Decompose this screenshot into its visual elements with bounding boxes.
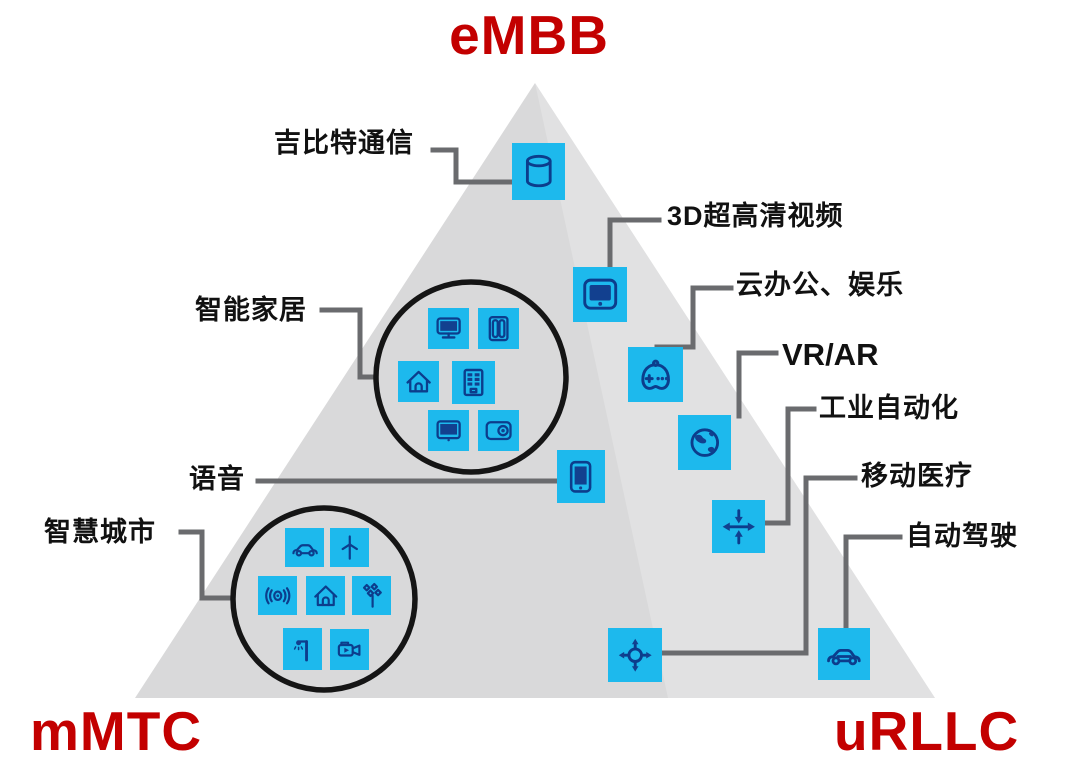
nodes-icon bbox=[362, 582, 382, 608]
smart-city-item-box bbox=[285, 528, 324, 567]
smart-city-item-box bbox=[306, 576, 345, 615]
smart-home-item-box bbox=[428, 308, 469, 349]
autodrive-icon-box bbox=[818, 628, 870, 680]
connector-smart-home bbox=[319, 307, 378, 380]
label-mobile-healthcare: 移动医疗 bbox=[861, 461, 973, 491]
smartphone-icon bbox=[570, 460, 592, 493]
tablet-tv-icon bbox=[436, 420, 461, 442]
desktop-monitor-icon bbox=[436, 317, 461, 339]
smart-home-item-box bbox=[478, 410, 519, 451]
label-3d-uhd-video: 3D超高清视频 bbox=[667, 201, 844, 231]
smart-home-ring bbox=[373, 279, 569, 475]
gamepad-icon bbox=[641, 359, 670, 390]
label-smart-home: 智能家居 bbox=[195, 295, 307, 325]
database-icon bbox=[525, 154, 552, 188]
smart-home-item-box bbox=[478, 308, 519, 349]
connector-industrial bbox=[763, 406, 817, 526]
corner-urllc: uRLLC bbox=[834, 700, 1020, 762]
label-voice: 语音 bbox=[189, 464, 245, 494]
connector-smart-city bbox=[178, 529, 235, 601]
mini-house-icon bbox=[313, 585, 338, 606]
smart-city-item-box bbox=[283, 628, 322, 670]
connector-vr-ar bbox=[736, 350, 779, 419]
hub-arrows-icon bbox=[618, 638, 652, 672]
label-autonomous-driving: 自动驾驶 bbox=[906, 521, 1018, 551]
industrial-icon-box bbox=[712, 500, 765, 553]
smart-city-item-box bbox=[352, 576, 391, 615]
smart-city-item-box bbox=[330, 629, 369, 670]
appliance-grid-icon bbox=[463, 368, 484, 397]
house-icon bbox=[406, 370, 431, 393]
voice-icon-box bbox=[557, 450, 605, 503]
label-industrial-automation: 工业自动化 bbox=[819, 393, 959, 423]
connector-healthcare bbox=[660, 475, 858, 656]
sensor-icon bbox=[264, 586, 291, 605]
wind-turbine-icon bbox=[341, 535, 358, 560]
label-cloud-office: 云办公、娱乐 bbox=[736, 270, 904, 300]
globe-icon bbox=[690, 428, 719, 457]
connector-gigabit bbox=[430, 147, 513, 185]
corner-mmtc: mMTC bbox=[30, 700, 203, 762]
videocam-icon bbox=[337, 641, 361, 657]
smart-home-item-box bbox=[398, 361, 439, 402]
label-vr-ar: VR/AR bbox=[782, 337, 879, 372]
smart-city-item-box bbox=[330, 528, 369, 567]
triangle-facet-highlight bbox=[535, 83, 935, 698]
smart-city-ring bbox=[230, 505, 418, 693]
label-smart-city: 智慧城市 bbox=[44, 517, 156, 547]
healthcare-icon-box bbox=[608, 628, 662, 682]
street-lamp-icon bbox=[293, 640, 308, 662]
mini-car-icon bbox=[292, 543, 318, 557]
monitor-icon bbox=[583, 278, 617, 310]
camera-box-icon bbox=[485, 420, 512, 441]
gigabit-icon-box bbox=[512, 143, 565, 200]
smart-city-item-box bbox=[258, 576, 297, 615]
vr-ar-icon-box bbox=[678, 415, 731, 470]
fridge-icon bbox=[488, 315, 509, 342]
connector-3d-video bbox=[607, 217, 662, 269]
label-gigabit-comm: 吉比特通信 bbox=[274, 128, 414, 158]
smart-home-item-box bbox=[428, 410, 469, 451]
uhd-video-icon-box bbox=[573, 267, 627, 322]
car-icon bbox=[826, 648, 861, 665]
cloud-office-icon-box bbox=[628, 347, 683, 402]
connector-autodrive bbox=[843, 534, 903, 630]
smart-home-item-box bbox=[452, 361, 495, 404]
arrows-compress-icon bbox=[722, 508, 755, 545]
corner-embb: eMBB bbox=[449, 4, 609, 66]
